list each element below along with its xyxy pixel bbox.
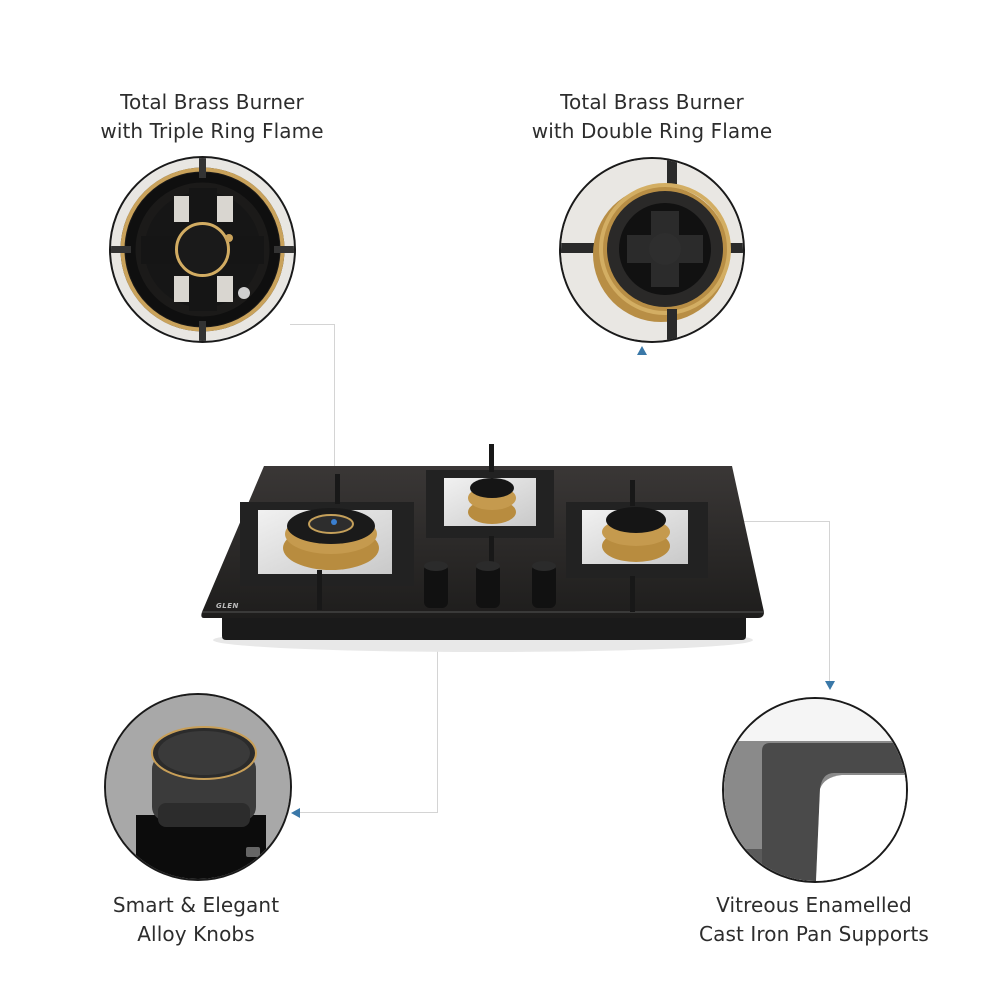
connector-line-knob-h	[300, 812, 438, 813]
triple-ring-burner-image	[109, 156, 296, 343]
knob-right	[532, 561, 556, 608]
connector-line-triple-v	[334, 324, 335, 482]
brass-burner-triple-icon	[111, 158, 294, 341]
feature-label-knobs: Smart & Elegant Alloy Knobs	[46, 891, 346, 949]
gas-hob-icon	[201, 444, 765, 652]
double-ring-burner-image	[559, 157, 745, 343]
connector-line-knob-v	[437, 610, 438, 813]
feature-label-line: Smart & Elegant	[112, 893, 280, 917]
connector-line-support-v	[829, 521, 830, 681]
feature-label-line: Total Brass Burner	[560, 90, 744, 114]
knob-left	[424, 561, 448, 608]
arrow-left-icon	[291, 808, 300, 818]
brass-burner-double-icon	[561, 159, 743, 341]
arrow-up-icon	[637, 346, 647, 355]
knob-center	[476, 561, 500, 608]
arrow-down-icon	[825, 681, 835, 690]
pan-support-icon	[724, 699, 906, 881]
pan-support-image	[722, 697, 908, 883]
feature-label-line: Total Brass Burner	[120, 90, 304, 114]
connector-line-triple-h	[290, 324, 335, 325]
brand-logo: GLEN	[216, 602, 239, 610]
feature-label-line: Alloy Knobs	[137, 922, 255, 946]
gas-hob-product-image: GLEN	[198, 440, 768, 660]
connector-line-support-h	[735, 521, 830, 522]
knob-icon	[106, 695, 290, 879]
alloy-knob-image	[104, 693, 292, 881]
feature-label-line: Vitreous Enamelled	[716, 893, 912, 917]
feature-label-triple-ring: Total Brass Burner with Triple Ring Flam…	[62, 88, 362, 146]
feature-label-line: with Triple Ring Flame	[100, 119, 324, 143]
feature-label-double-ring: Total Brass Burner with Double Ring Flam…	[502, 88, 802, 146]
feature-label-pan-supports: Vitreous Enamelled Cast Iron Pan Support…	[664, 891, 964, 949]
feature-label-line: Cast Iron Pan Supports	[699, 922, 929, 946]
feature-label-line: with Double Ring Flame	[531, 119, 773, 143]
